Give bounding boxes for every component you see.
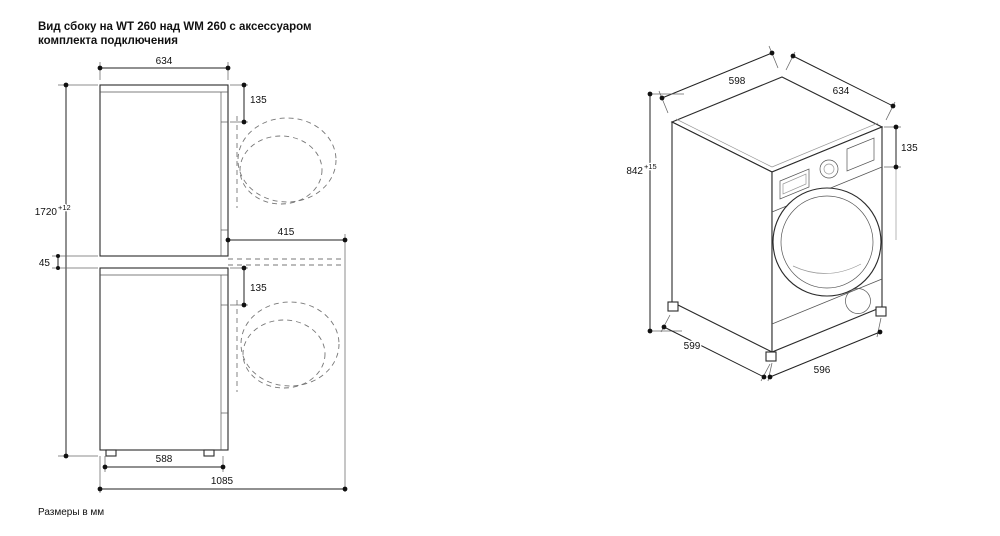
control-display — [779, 168, 810, 200]
units-note: Размеры в мм — [38, 507, 105, 518]
drawing-title-line1: Вид сбоку на WT 260 над WM 260 с аксессу… — [38, 21, 312, 33]
dim-label-842: 842 — [626, 166, 643, 177]
dim-iso-side-depth: 599 — [660, 314, 771, 382]
dim-top-offset: 135 — [230, 82, 269, 125]
dryer-body — [670, 76, 884, 353]
dim-label-596: 596 — [814, 365, 831, 376]
dim-iso-depth-top: 598 — [658, 45, 779, 114]
machine-foot — [875, 306, 887, 317]
dim-iso-height: 842 +15 — [625, 91, 684, 334]
dim-label-1085: 1085 — [211, 476, 234, 487]
door-outer-ring — [772, 187, 882, 297]
dim-total-depth: 1085 — [97, 456, 348, 493]
door-swing-clearance-bottom — [236, 300, 340, 392]
dim-label-598: 598 — [729, 76, 746, 87]
dim-label-135-bottom: 135 — [250, 283, 267, 294]
dim-label-135-iso: 135 — [901, 143, 918, 154]
dim-gap: 45 — [37, 254, 98, 271]
dim-iso-panel-offset: 135 — [884, 124, 920, 240]
service-flap — [845, 288, 871, 314]
dryer-door — [772, 187, 882, 297]
dim-iso-depth-door: 634 — [785, 51, 896, 121]
dim-label-1720: 1720 — [35, 207, 58, 218]
dim-bottom-offset: 135 — [230, 265, 269, 308]
door-glass — [780, 195, 874, 289]
side-view-diagram: 634 135 1720 +12 — [33, 55, 348, 493]
dim-label-45: 45 — [39, 258, 51, 269]
dim-label-415: 415 — [278, 227, 295, 238]
dim-label-1720-tolerance: +12 — [58, 203, 71, 212]
dim-total-height: 1720 +12 — [33, 82, 98, 459]
top-machine-outline — [99, 84, 229, 257]
dim-label-634-top: 634 — [156, 56, 173, 67]
dim-top-width: 634 — [97, 55, 231, 80]
drawing-title-line2: комплекта подключения — [38, 35, 178, 47]
machine-foot — [765, 351, 777, 362]
dim-label-634-iso: 634 — [833, 86, 850, 97]
machine-foot — [667, 301, 679, 312]
dim-label-842-tolerance: +15 — [644, 162, 657, 171]
dim-label-135-top: 135 — [250, 95, 267, 106]
iso-view-diagram: 598 634 842 +15 — [625, 45, 920, 382]
dim-iso-front-width: 596 — [767, 317, 883, 382]
drawing-title: Вид сбоку на WT 260 над WM 260 с аксессу… — [38, 20, 312, 48]
bottom-machine-outline — [99, 267, 229, 457]
dim-label-599: 599 — [684, 341, 701, 352]
dim-bottom-width: 588 — [102, 453, 226, 472]
dim-label-588: 588 — [156, 454, 173, 465]
stacking-kit-dashed-lines — [228, 258, 345, 266]
control-tray — [846, 137, 875, 172]
door-swing-clearance-top — [236, 116, 337, 208]
dryer-base — [667, 278, 887, 362]
dim-mid-clearance: 415 — [225, 226, 348, 492]
machine-foot — [105, 449, 117, 457]
machine-foot — [203, 449, 215, 457]
control-knob — [819, 159, 839, 179]
